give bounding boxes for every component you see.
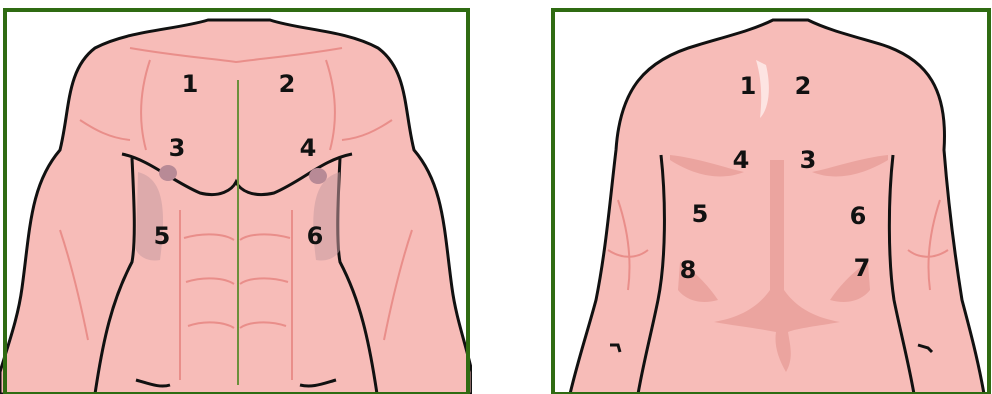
front-label-5: 5 (154, 222, 171, 250)
front-torso-diagram: 1 2 3 4 5 6 (0, 0, 472, 394)
back-label-7: 7 (854, 254, 871, 282)
back-view-panel: 1 2 4 3 5 6 8 7 (548, 0, 992, 394)
front-label-2: 2 (279, 70, 296, 98)
front-label-6: 6 (307, 222, 324, 250)
left-nipple (159, 165, 177, 181)
back-label-5: 5 (692, 200, 709, 228)
back-torso-diagram: 1 2 4 3 5 6 8 7 (548, 0, 992, 394)
back-label-8: 8 (680, 256, 697, 284)
back-label-1: 1 (740, 72, 757, 100)
back-label-2: 2 (795, 72, 812, 100)
front-label-1: 1 (182, 70, 199, 98)
back-label-6: 6 (850, 202, 867, 230)
right-nipple (309, 168, 327, 184)
front-label-4: 4 (300, 134, 317, 162)
back-label-4: 4 (733, 146, 750, 174)
front-torso-silhouette (0, 20, 472, 394)
back-label-3: 3 (800, 146, 817, 174)
front-view-panel: 1 2 3 4 5 6 (0, 0, 472, 394)
front-label-3: 3 (169, 134, 186, 162)
